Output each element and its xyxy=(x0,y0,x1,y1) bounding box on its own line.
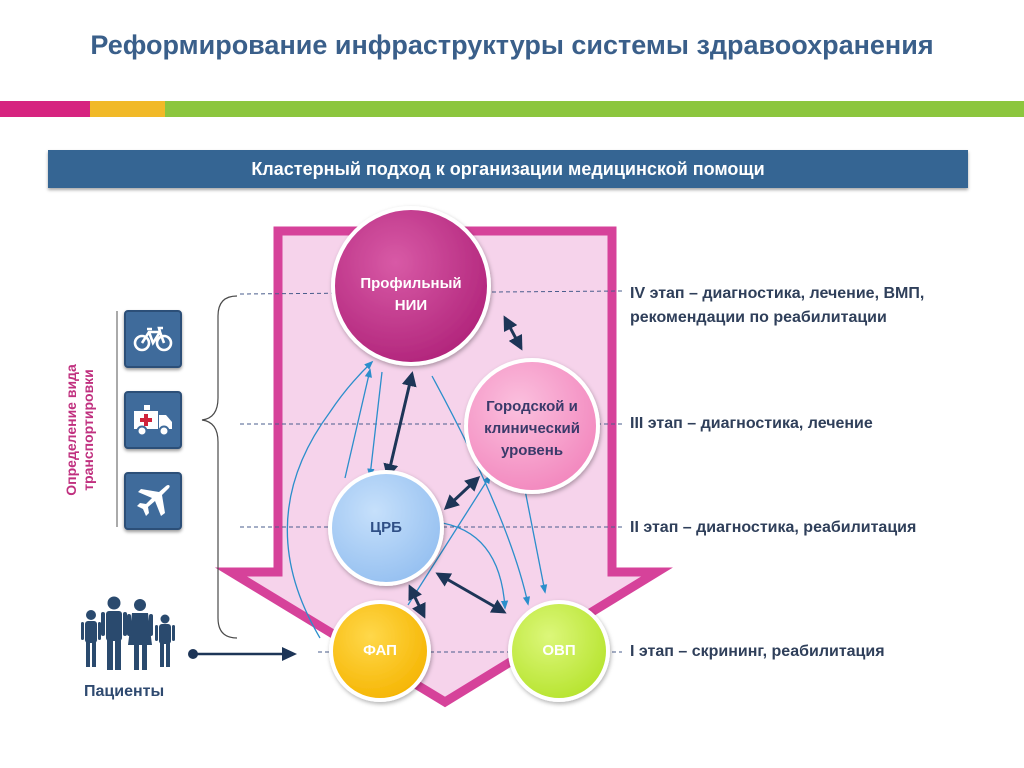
stage-iii-text: III этап – диагностика, лечение xyxy=(630,415,873,432)
node-crb xyxy=(328,470,444,586)
stage-ii-text: II этап – диагностика, реабилитация xyxy=(630,519,917,536)
stage-brace xyxy=(201,295,238,639)
stripe-pink xyxy=(0,101,90,117)
node-city xyxy=(464,358,600,494)
stage-iv-text: IV этап – диагностика, лечение, ВМП, рек… xyxy=(630,285,925,326)
ambulance-icon xyxy=(134,405,172,437)
patients-icon xyxy=(81,596,175,670)
node-city-label: Городской и клинический уровень xyxy=(484,398,580,459)
node-fap xyxy=(329,600,431,702)
page-title: Реформирование инфраструктуры системы зд… xyxy=(90,30,934,60)
bicycle-icon xyxy=(133,326,173,352)
patients-label: Пациенты xyxy=(84,683,165,700)
stripe-yellow xyxy=(90,101,165,117)
node-nii-label: Профильный НИИ xyxy=(360,275,462,314)
subtitle-bar: Кластерный подход к организации медицинс… xyxy=(48,150,968,188)
airplane-icon xyxy=(137,484,170,516)
node-nii xyxy=(331,206,491,366)
transport-label: Определение вида транспортировки xyxy=(63,364,96,496)
stage-i-text: I этап – скрининг, реабилитация xyxy=(630,643,885,660)
transport-ambulance-tile xyxy=(124,391,182,449)
node-ovp xyxy=(508,600,610,702)
node-crb-label: ЦРБ xyxy=(370,519,402,536)
stripe-green xyxy=(165,101,1024,117)
transport-airplane-tile xyxy=(124,472,182,530)
node-ovp-label: ОВП xyxy=(542,642,576,659)
transport-bicycle-tile xyxy=(124,310,182,368)
node-fap-label: ФАП xyxy=(363,642,397,659)
